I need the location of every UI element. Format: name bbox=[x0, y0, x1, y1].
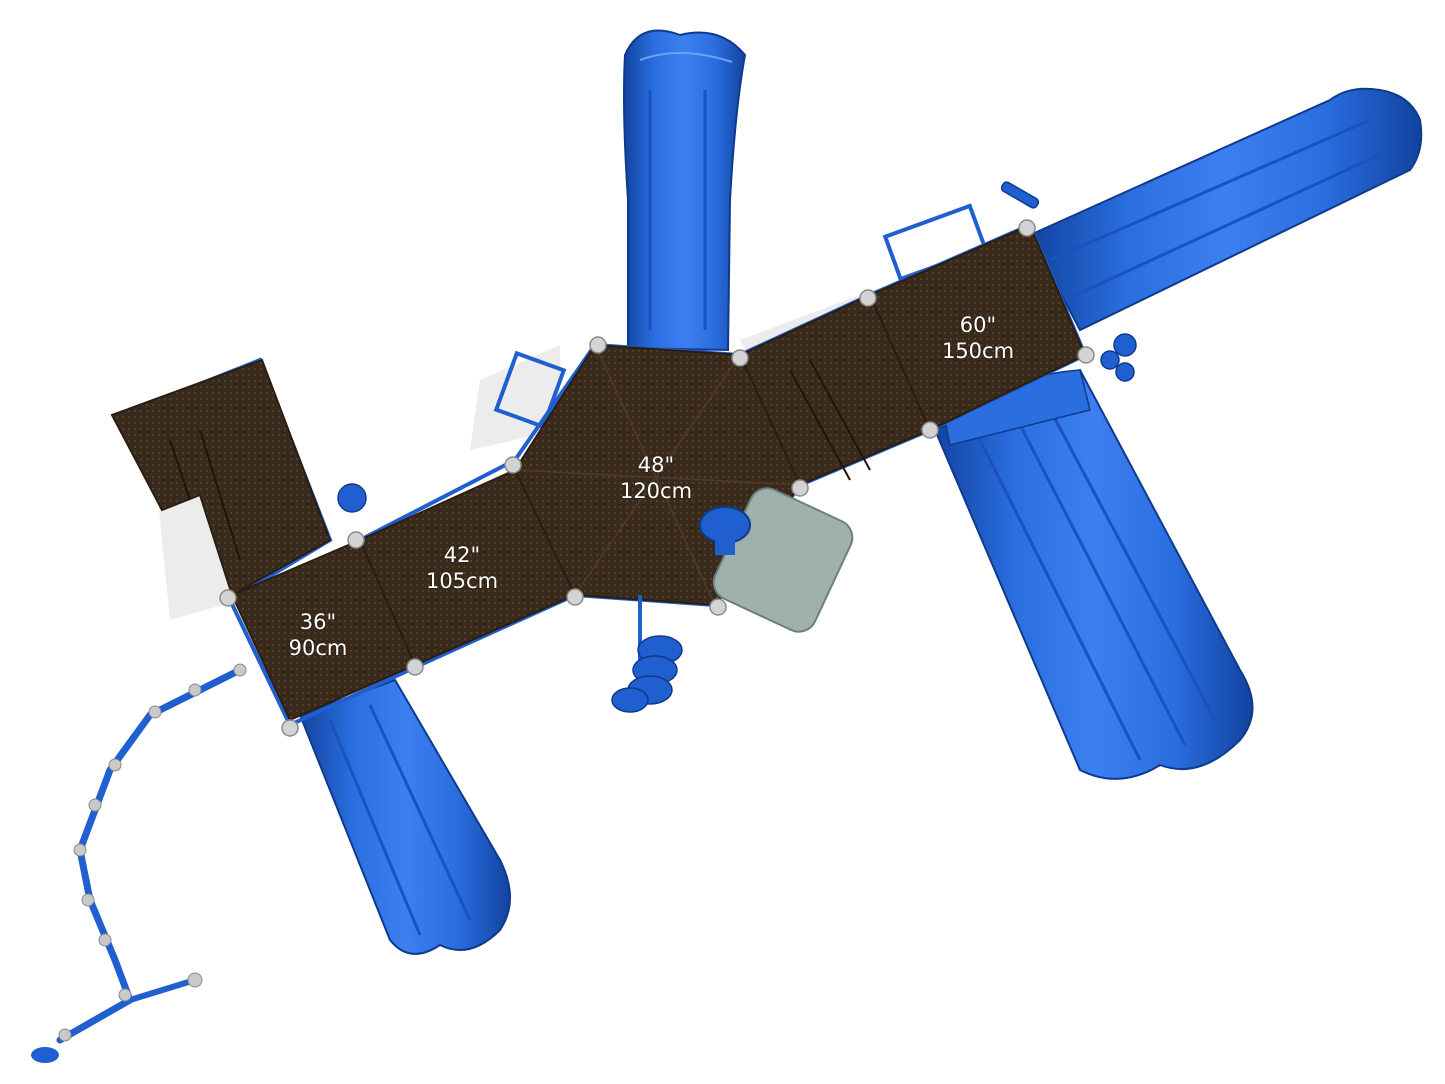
slide-bottom-right bbox=[933, 368, 1254, 780]
deck-60-label: 60" 150cm bbox=[942, 312, 1014, 364]
activity-panel bbox=[699, 487, 854, 633]
knob-features bbox=[337, 181, 1137, 513]
deck-42-height-cm: 105cm bbox=[425, 569, 499, 593]
deck-48-height-cm: 120cm bbox=[619, 479, 693, 503]
slide-top-center bbox=[623, 29, 747, 352]
step-climber bbox=[611, 595, 683, 713]
deck-48-label: 48" 120cm bbox=[620, 452, 692, 504]
decks bbox=[110, 223, 1087, 722]
deck-36-height-in: 36" bbox=[299, 610, 337, 634]
deck-42-height-in: 42" bbox=[443, 543, 481, 567]
winding-rail-climber bbox=[31, 663, 247, 1063]
deck-60-height-in: 60" bbox=[959, 313, 997, 337]
post-caps bbox=[219, 219, 1095, 737]
deck-42-label: 42" 105cm bbox=[426, 542, 498, 594]
deck-48-height-in: 48" bbox=[637, 453, 675, 477]
deck-60-height-cm: 150cm bbox=[941, 339, 1015, 363]
deck-36-label: 36" 90cm bbox=[289, 609, 348, 661]
deck-36-height-cm: 90cm bbox=[288, 636, 348, 660]
slide-top-right bbox=[1028, 87, 1423, 332]
slide-bottom-left bbox=[298, 678, 511, 955]
